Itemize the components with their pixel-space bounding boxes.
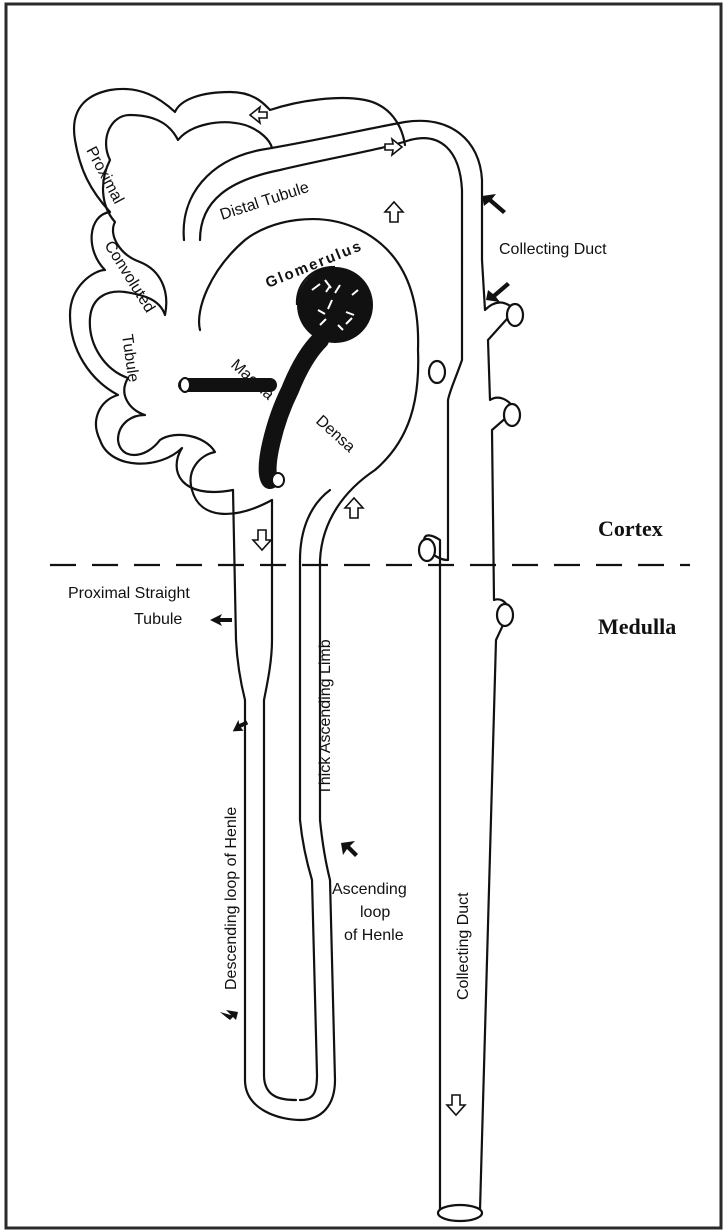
duct-branch-4 — [419, 539, 435, 561]
efferent-arteriole-opening — [180, 378, 190, 392]
label-ascending-2: loop — [360, 904, 390, 921]
label-thick-ascending-limb: Thick Ascending Limb — [317, 639, 334, 795]
duct-branch-3 — [504, 404, 520, 426]
duct-branch-2 — [507, 304, 523, 326]
label-medulla: Medulla — [598, 614, 676, 639]
afferent-arteriole-opening — [272, 473, 284, 487]
label-convoluted: Convoluted — [101, 238, 158, 316]
flow-arrows — [250, 107, 465, 1115]
label-proximal-straight: Proximal Straight — [68, 585, 190, 602]
label-collecting-duct-top: Collecting Duct — [499, 241, 607, 258]
label-ascending-1: Ascending — [332, 881, 407, 898]
distal-tubule-upper — [184, 121, 482, 260]
duct-outlet — [438, 1205, 482, 1221]
label-ascending-3: of Henle — [344, 927, 404, 944]
label-cortex: Cortex — [598, 516, 663, 541]
proximal-convoluted-tubule-inner — [90, 115, 272, 514]
afferent-arteriole — [268, 340, 320, 480]
collecting-duct-left — [424, 260, 462, 1210]
proximal-straight-tubule-left — [233, 490, 300, 1120]
label-densa: Densa — [312, 412, 358, 456]
glomerulus-capillary-tuft — [297, 267, 373, 343]
proximal-straight-tubule-right — [264, 500, 296, 1100]
duct-branch-1 — [429, 361, 445, 383]
label-proximal-straight-tubule: Tubule — [134, 611, 182, 628]
label-collecting-duct-vertical: Collecting Duct — [455, 892, 472, 1000]
duct-branch-5 — [497, 604, 513, 626]
label-descending-loop: Descending loop of Henle — [223, 807, 240, 990]
collecting-duct-right — [480, 260, 515, 1210]
